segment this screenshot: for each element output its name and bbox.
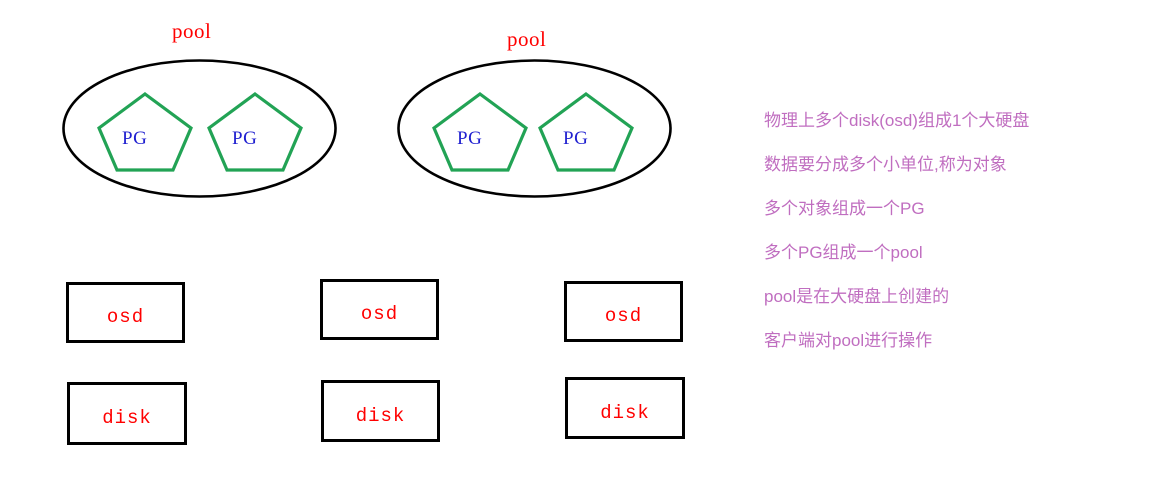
pg-label-2-2: PG — [563, 128, 589, 149]
osd-box-2: osd — [320, 279, 439, 340]
pool-label-2: pool — [507, 27, 547, 51]
pg-label-1-1: PG — [122, 128, 148, 149]
osd-box-label-2: osd — [360, 303, 399, 325]
annotation-line-5: pool是在大硬盘上创建的 — [764, 287, 950, 306]
osd-box-label-3: osd — [604, 305, 643, 327]
pg-label-1-2: PG — [232, 128, 258, 149]
disk-box-label-3: disk — [600, 402, 650, 424]
annotation-line-6: 客户端对pool进行操作 — [764, 331, 933, 350]
pool-ellipse-2 — [397, 59, 672, 198]
pg-pentagon-1-1 — [97, 92, 193, 172]
osd-box-3: osd — [564, 281, 683, 342]
pool-ellipse-1 — [62, 59, 337, 198]
disk-box-2: disk — [321, 380, 440, 442]
disk-box-label-1: disk — [102, 407, 152, 429]
osd-box-1: osd — [66, 282, 185, 343]
pg-pentagon-1-2 — [207, 92, 303, 172]
annotation-line-4: 多个PG组成一个pool — [764, 243, 923, 262]
annotation-line-3: 多个对象组成一个PG — [764, 199, 925, 218]
annotation-line-1: 物理上多个disk(osd)组成1个大硬盘 — [764, 111, 1030, 130]
disk-box-1: disk — [67, 382, 187, 445]
pg-pentagon-2-1 — [432, 92, 528, 172]
disk-box-label-2: disk — [355, 405, 406, 427]
annotation-line-2: 数据要分成多个小单位,称为对象 — [764, 155, 1007, 174]
annotation-list: 物理上多个disk(osd)组成1个大硬盘 数据要分成多个小单位,称为对象 多个… — [764, 99, 1154, 363]
pg-label-2-1: PG — [457, 128, 483, 149]
osd-box-label-1: osd — [106, 306, 145, 328]
pg-pentagon-2-2 — [538, 92, 634, 172]
pool-label-1: pool — [172, 19, 212, 43]
disk-box-3: disk — [565, 377, 685, 439]
